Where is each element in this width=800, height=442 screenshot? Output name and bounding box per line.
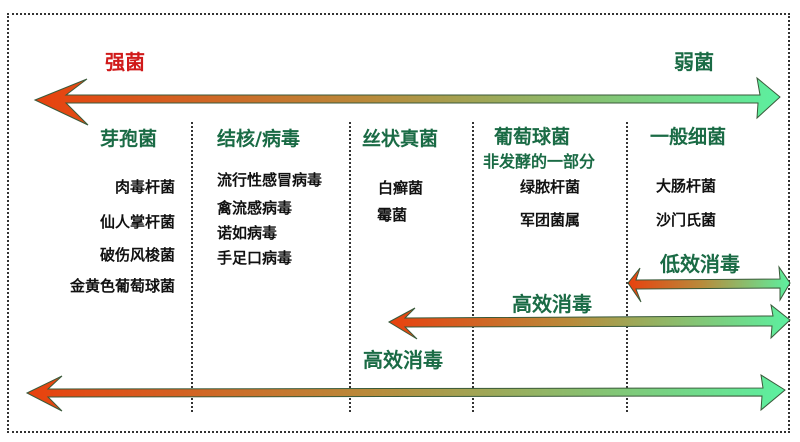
list-item: 肉毒杆菌 xyxy=(114,178,175,196)
list-item: 流行性感冒病毒 xyxy=(217,171,323,189)
list-item: 禽流感病毒 xyxy=(217,199,293,217)
column-divider-3 xyxy=(472,122,474,412)
column-heading-filamentous-fungi: 丝状真菌 xyxy=(362,128,439,150)
high-efficiency-label-mid: 高效消毒 xyxy=(512,292,592,316)
list-item: 仙人掌杆菌 xyxy=(99,213,175,231)
list-item: 军团菌属 xyxy=(520,211,581,229)
weak-bacteria-label: 弱菌 xyxy=(674,50,714,74)
column-heading-tb-virus: 结核/病毒 xyxy=(217,128,300,150)
list-item: 绿脓杆菌 xyxy=(520,178,581,196)
high-efficiency-arrow xyxy=(387,303,791,340)
column-heading-staphylococcus: 葡萄球菌 xyxy=(494,126,571,148)
strength-scale-arrow xyxy=(33,76,781,126)
full-range-arrow xyxy=(25,373,786,412)
column-divider-2 xyxy=(349,122,351,412)
column-heading-spore: 芽孢菌 xyxy=(100,128,158,150)
list-item: 白癣菌 xyxy=(378,179,424,197)
list-item: 霉菌 xyxy=(377,206,408,224)
list-item: 大肠杆菌 xyxy=(656,177,717,195)
diagram-frame xyxy=(7,13,790,433)
list-item: 破伤风梭菌 xyxy=(99,246,175,264)
list-item: 沙门氏菌 xyxy=(656,211,717,229)
column-subheading-non-fermenting: 非发酵的一部分 xyxy=(483,152,596,171)
column-divider-4 xyxy=(626,122,628,412)
low-efficiency-arrow xyxy=(627,265,791,303)
list-item: 金黄色葡萄球菌 xyxy=(69,277,175,295)
high-efficiency-label-low: 高效消毒 xyxy=(363,348,443,372)
list-item: 诺如病毒 xyxy=(217,224,278,242)
list-item: 手足口病毒 xyxy=(217,249,293,267)
column-heading-general-bacteria: 一般细菌 xyxy=(650,126,727,148)
strong-bacteria-label: 强菌 xyxy=(105,50,145,74)
column-divider-1 xyxy=(191,122,193,412)
low-efficiency-label: 低效消毒 xyxy=(660,252,740,276)
